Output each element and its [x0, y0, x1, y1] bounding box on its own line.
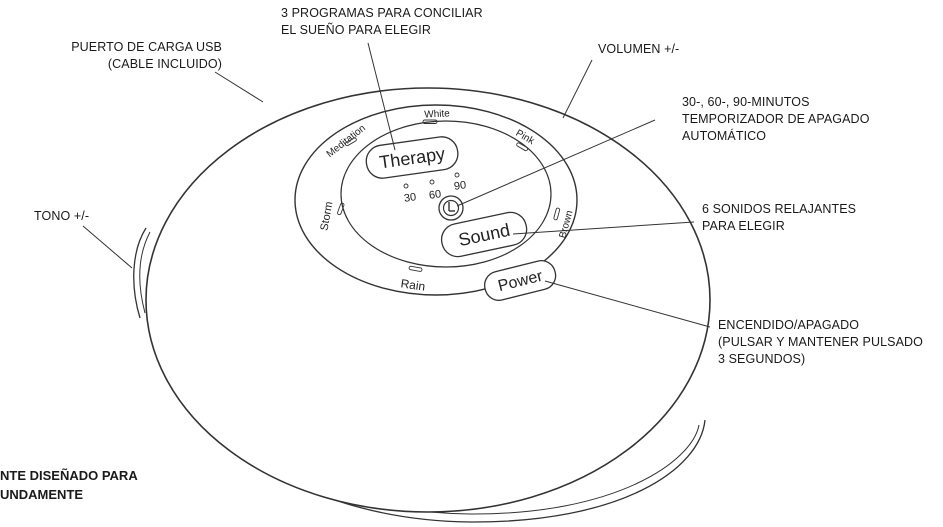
power-callout-line-2: (PULSAR Y MANTENER PULSADO: [718, 335, 923, 349]
brown-led: [553, 207, 561, 221]
leader-timer: [456, 119, 656, 207]
tone-callout: TONO +/-: [34, 208, 89, 225]
footer-note-line-2: UNDAMENTE: [0, 487, 84, 502]
timer-30-indicator: [403, 183, 409, 189]
leader-volume: [562, 59, 593, 119]
timer-callout-line-2: TEMPORIZADOR DE APAGADO: [682, 112, 870, 126]
clock-icon: [442, 199, 460, 217]
usb-callout-line-2: (CABLE INCLUIDO): [107, 57, 222, 71]
timer-90-indicator: [454, 172, 460, 178]
timer-60-label: 60: [428, 188, 442, 202]
sounds-callout: 6 SONIDOS RELAJANTES PARA ELEGIR: [702, 201, 856, 235]
sound-label-white: White: [424, 108, 451, 120]
usb-port-callout: PUERTO DE CARGA USB (CABLE INCLUIDO): [56, 39, 222, 73]
sound-label-rain: Rain: [400, 276, 426, 293]
tone-side-button[interactable]: [133, 227, 147, 319]
usb-callout-line-1: PUERTO DE CARGA USB: [71, 40, 222, 54]
programs-callout-line-1: 3 PROGRAMAS PARA CONCILIAR: [281, 6, 483, 20]
timer-callout-line-1: 30-, 60-, 90-MINUTOS: [682, 95, 810, 109]
footer-note: NTE DISEÑADO PARA UNDAMENTE: [0, 466, 138, 504]
tone-side-button-inner: [139, 231, 151, 314]
therapy-button[interactable]: [364, 135, 460, 180]
sounds-callout-line-2: PARA ELEGIR: [702, 219, 785, 233]
power-callout: ENCENDIDO/APAGADO (PULSAR Y MANTENER PUL…: [718, 317, 923, 368]
power-callout-line-3: 3 SEGUNDOS): [718, 352, 806, 366]
sounds-callout-line-1: 6 SONIDOS RELAJANTES: [702, 202, 857, 216]
leader-lines: [82, 42, 711, 328]
leader-usb: [214, 71, 264, 103]
footer-note-line-1: NTE DISEÑADO PARA: [0, 468, 138, 483]
programs-callout: 3 PROGRAMAS PARA CONCILIAR EL SUEÑO PARA…: [281, 5, 483, 39]
timer-button[interactable]: [438, 195, 464, 221]
leader-sounds: [512, 221, 695, 235]
sound-button[interactable]: [439, 209, 530, 259]
power-button[interactable]: [482, 258, 559, 304]
timer-callout: 30-, 60-, 90-MINUTOS TEMPORIZADOR DE APA…: [682, 94, 870, 145]
rain-led: [408, 265, 423, 272]
sound-label-storm: Storm: [319, 201, 336, 232]
storm-led: [337, 202, 345, 216]
leader-tone: [82, 225, 133, 269]
timer-90-label: 90: [453, 179, 467, 193]
volume-callout-line-1: VOLUMEN +/-: [598, 42, 680, 56]
programs-callout-line-2: EL SUEÑO PARA ELEGIR: [281, 23, 431, 37]
white-led: [422, 119, 438, 124]
timer-30-label: 30: [403, 191, 417, 205]
volume-callout: VOLUMEN +/-: [598, 41, 679, 58]
pink-led: [516, 142, 529, 152]
tone-callout-line-1: TONO +/-: [34, 209, 90, 223]
meditation-led: [344, 137, 357, 147]
power-callout-line-1: ENCENDIDO/APAGADO: [718, 318, 860, 332]
leader-power: [544, 280, 711, 328]
leader-programs: [367, 42, 396, 151]
timer-60-indicator: [429, 179, 435, 185]
timer-callout-line-3: AUTOMÁTICO: [682, 129, 767, 143]
